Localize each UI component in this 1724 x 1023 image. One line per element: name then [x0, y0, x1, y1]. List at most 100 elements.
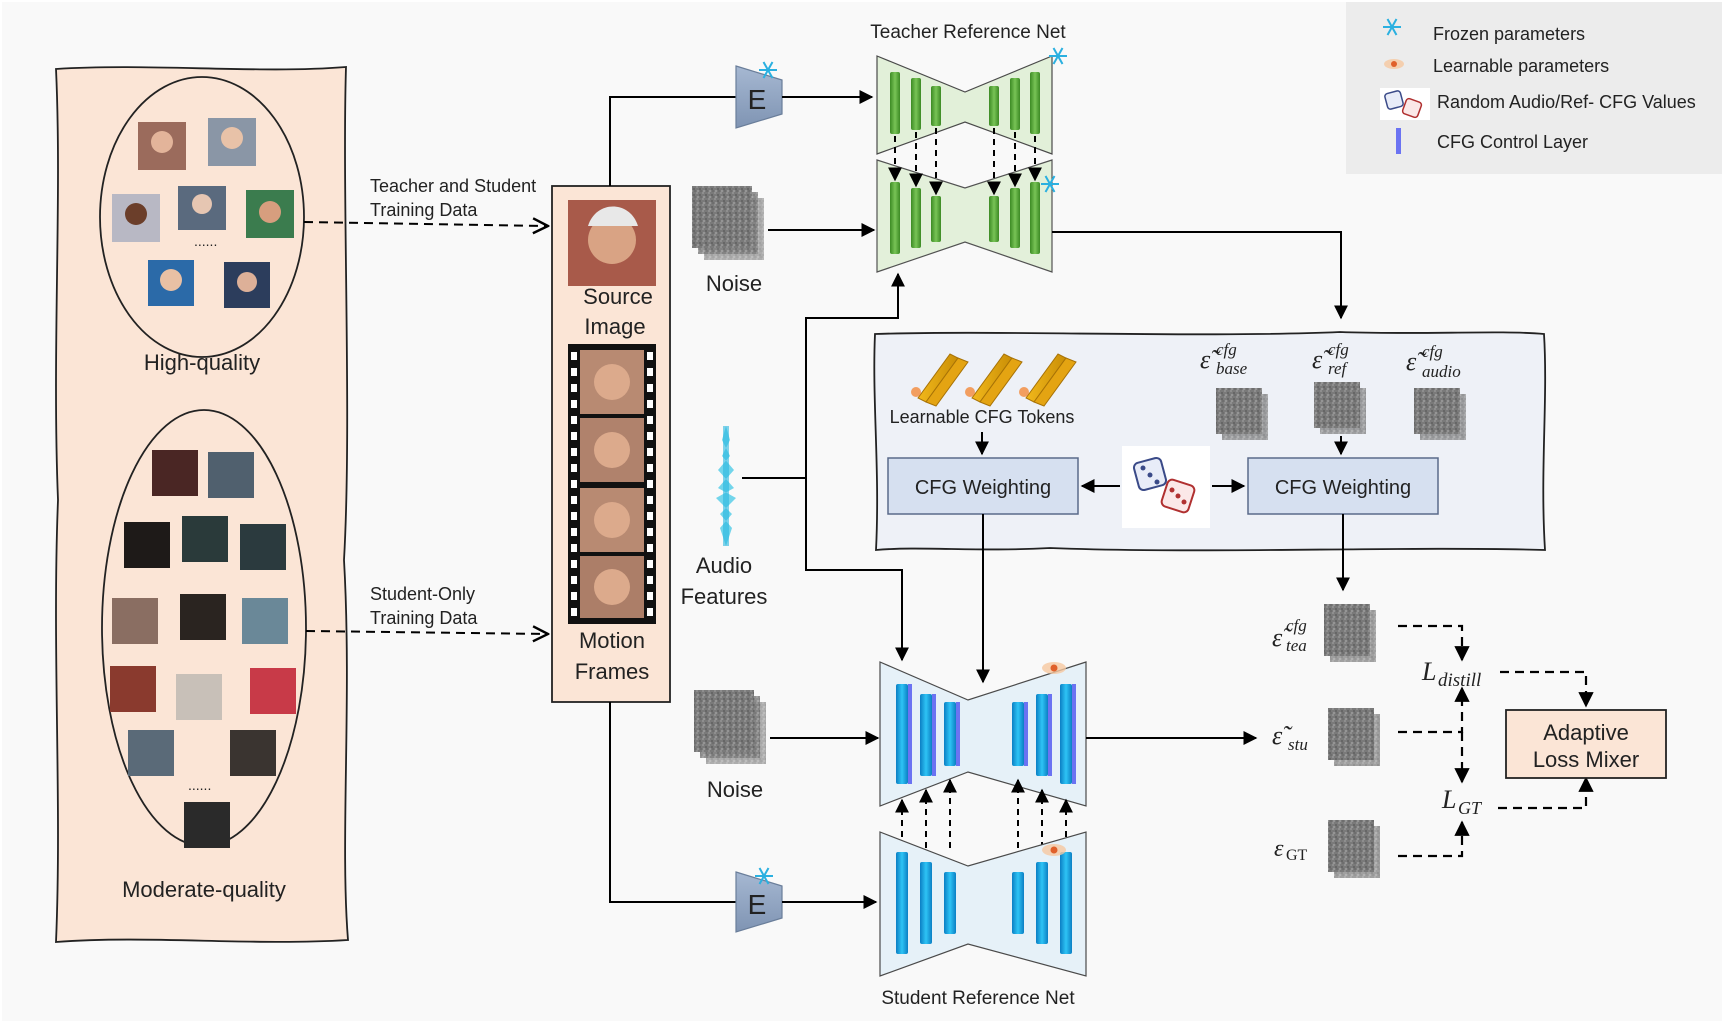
eps-gt-map [1328, 820, 1380, 878]
student-net-title: Student Reference Net [881, 988, 1075, 1009]
motion-label-2: Frames [575, 659, 650, 684]
face-thumbnail [128, 730, 174, 776]
snowflake-icon [1049, 47, 1067, 65]
encoder-label: E [748, 889, 767, 920]
eps-base-sub: base [1216, 359, 1248, 378]
input-strip: Source Image Motion Fram [551, 185, 671, 703]
loss-gt-symbol: L [1441, 785, 1456, 814]
eps-audio-sup: cfg [1422, 342, 1443, 361]
face-thumbnail [240, 524, 286, 570]
cfg-weighting-right-label: CFG Weighting [1275, 477, 1411, 499]
teacher-net-title: Teacher Reference Net [870, 22, 1066, 43]
teacher-denoising-net [876, 159, 1059, 273]
student-denoising-net [879, 661, 1087, 807]
spark-icon [1042, 662, 1066, 674]
audio-to-teacher-arrow [805, 272, 905, 478]
teacher-student-label-1: Teacher and Student [370, 176, 536, 196]
legend: Frozen parameters Learnable parameters R… [1346, 2, 1722, 174]
mixer-label-2: Loss Mixer [1533, 747, 1639, 772]
student-only-label-1: Student-Only [370, 584, 475, 604]
high-quality-label: High-quality [144, 350, 260, 375]
eps-stu-sub: stu [1288, 735, 1308, 754]
eps-ref-map [1314, 382, 1366, 434]
moderate-quality-faces: ...... [110, 450, 296, 848]
source-label-2: Image [584, 314, 645, 339]
eps-gt-sub: GT [1286, 847, 1308, 864]
teacher-noise-label: Noise [706, 271, 762, 296]
dice-icon [1122, 446, 1210, 528]
legend-frozen: Frozen parameters [1433, 24, 1585, 44]
cfg-panel: Learnable CFG Tokens CFG Weighting CFG W… [873, 331, 1547, 552]
mixer-label-1: Adaptive [1543, 720, 1629, 745]
learnable-cfg-tokens-icon [911, 353, 1077, 407]
snowflake-icon [1383, 18, 1401, 36]
snowflake-icon [755, 867, 773, 885]
student-encoder: E [735, 867, 783, 933]
motion-frames-filmstrip [568, 344, 656, 624]
teacher-student-label-2: Training Data [370, 200, 478, 220]
student-noise [694, 690, 766, 764]
high-quality-faces: ...... [112, 118, 294, 308]
audio-label-1: Audio [696, 553, 752, 578]
teacher-noise [692, 186, 764, 260]
legend-cfg-layer: CFG Control Layer [1437, 132, 1588, 152]
loss-distill-sub: distill [1438, 670, 1481, 691]
cfg-weighting-right [1247, 457, 1439, 515]
data-scroll [55, 66, 349, 943]
teacher-reference-net [876, 47, 1067, 155]
source-to-teacher-encoder-line [609, 96, 736, 186]
face-thumbnail [242, 598, 288, 644]
student-reference-net [879, 831, 1087, 977]
student-feature-arrows [895, 778, 1073, 848]
audio-waveform-icon [716, 426, 736, 546]
spark-icon [1384, 59, 1404, 69]
legend-learnable: Learnable parameters [1433, 56, 1609, 76]
eps-gt-symbol: ε [1274, 836, 1284, 862]
face-thumbnail [152, 450, 198, 496]
eps-stu-map [1328, 708, 1380, 766]
student-only-label-2: Training Data [370, 608, 478, 628]
motion-label-1: Motion [579, 628, 645, 653]
face-thumbnail [110, 666, 156, 712]
eps-ref-sup: cfg [1328, 340, 1349, 359]
face-thumbnail [250, 668, 296, 714]
dice-icon [1380, 88, 1430, 120]
eps-ref-sub: ref [1328, 359, 1349, 378]
eps-base-map [1216, 388, 1268, 440]
student-noise-label: Noise [707, 777, 763, 802]
audio-label-2: Features [681, 584, 768, 609]
face-thumbnail [230, 730, 276, 776]
spark-icon [1042, 844, 1066, 856]
cfg-weighting-left-label: CFG Weighting [915, 477, 1051, 499]
snowflake-icon [759, 61, 777, 79]
eps-base-sup: cfg [1216, 340, 1237, 359]
cfg-layer-icon [1396, 128, 1401, 154]
ellipsis-text: ...... [188, 777, 211, 793]
cfg-weighting-left [887, 457, 1079, 515]
eps-audio-map [1414, 388, 1466, 440]
motion-to-student-encoder-line [609, 702, 736, 903]
teacher-encoder: E [735, 61, 783, 129]
face-thumbnail [182, 516, 228, 562]
teacher-student-data-arrow [303, 222, 548, 226]
teacher-output-arrow [1052, 231, 1348, 320]
learnable-cfg-tokens-label: Learnable CFG Tokens [890, 407, 1075, 427]
face-thumbnail [184, 802, 230, 848]
face-thumbnail [112, 598, 158, 644]
face-thumbnail [176, 674, 222, 720]
loss-distill-symbol: L [1421, 657, 1436, 686]
training-data-panel: ...... High-quality ...... Moderate-qua [55, 66, 349, 943]
adaptive-loss-mixer [1505, 709, 1667, 779]
legend-random: Random Audio/Ref- CFG Values [1437, 92, 1696, 112]
high-quality-ellipse [99, 76, 305, 358]
student-only-data-arrow [305, 631, 548, 634]
eps-tea-sup: cfg [1286, 616, 1307, 635]
source-label-1: Source [583, 284, 653, 309]
ellipsis-text: ...... [194, 233, 217, 249]
teacher-feature-arrows [888, 128, 1042, 196]
eps-audio-sub: audio [1422, 362, 1461, 381]
eps-tea-map [1324, 604, 1376, 662]
face-thumbnail [208, 452, 254, 498]
snowflake-icon [1041, 175, 1059, 193]
